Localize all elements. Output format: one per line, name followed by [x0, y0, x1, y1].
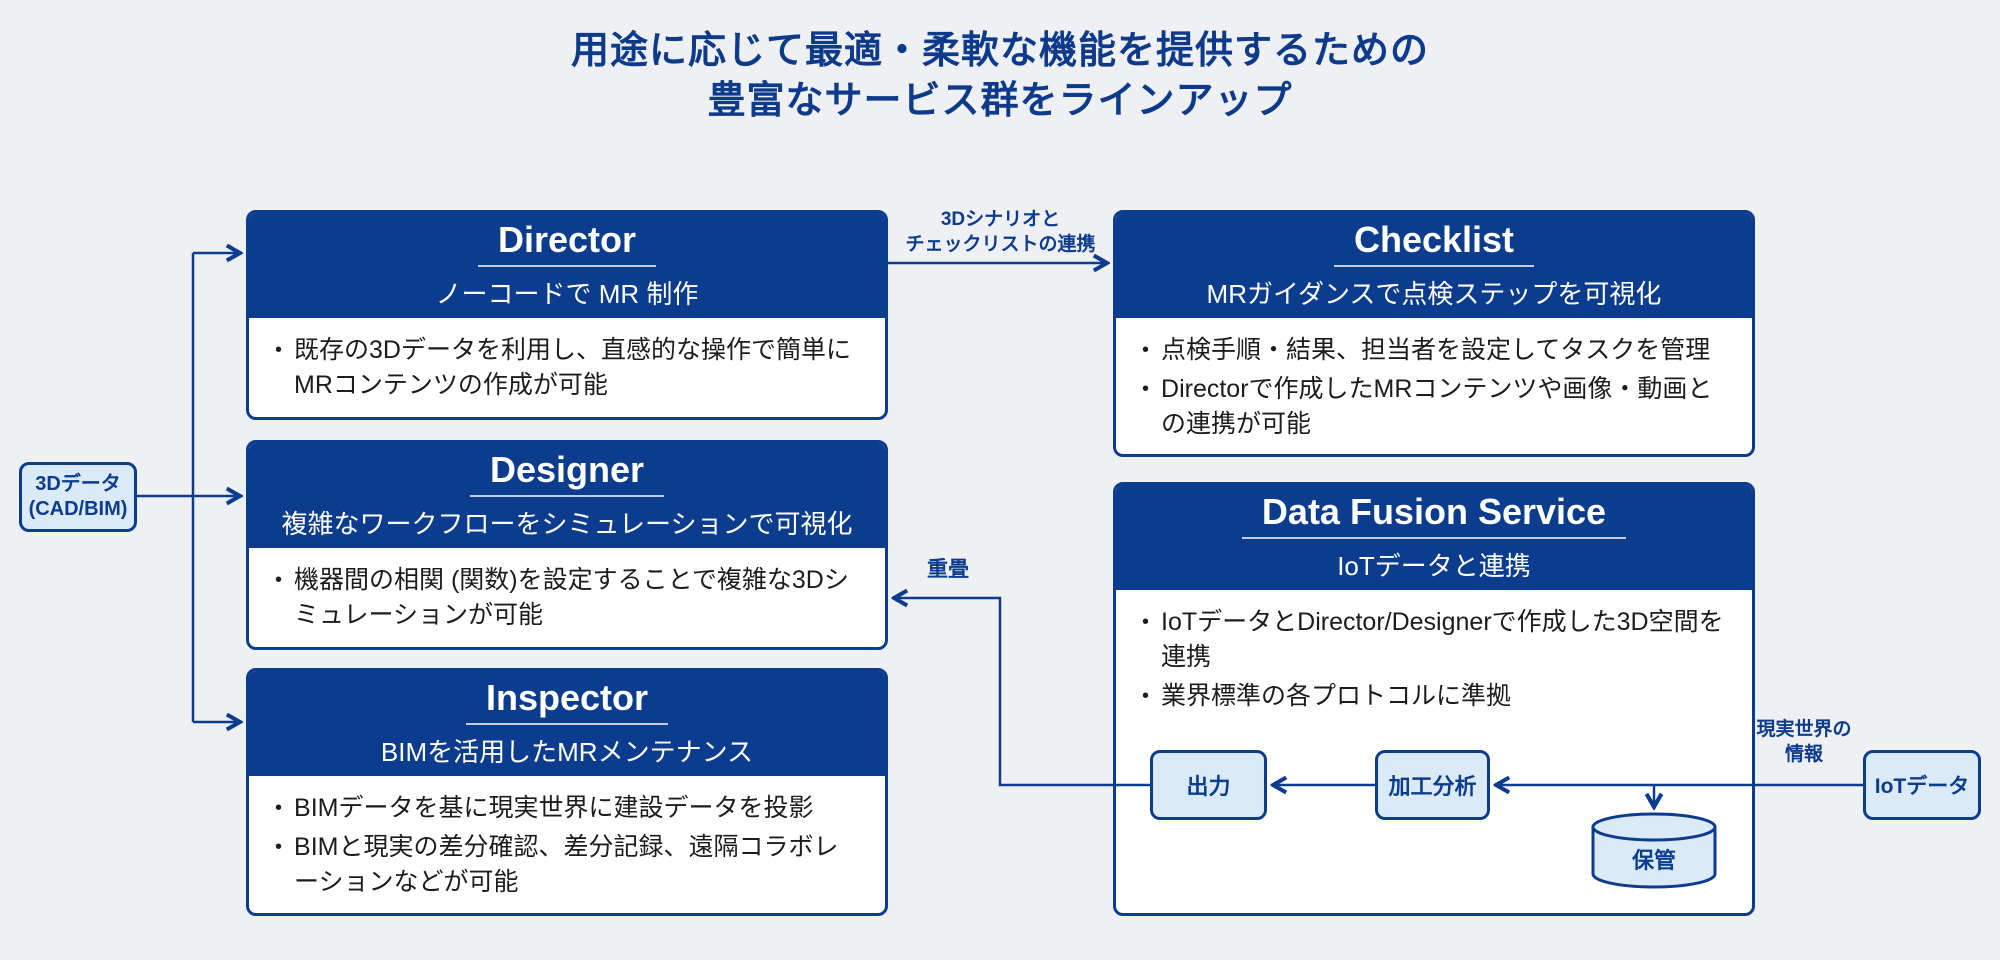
inspector-subtitle: BIMを活用したMRメンテナンス: [380, 736, 754, 767]
bullet-dot-icon: •: [1142, 685, 1150, 707]
data-fusion-title: Data Fusion Service: [1241, 492, 1627, 539]
bullet-dot-icon: •: [1142, 378, 1150, 400]
source-box-line1: 3Dデータ: [35, 473, 121, 495]
bullet-dot-icon: •: [275, 797, 283, 819]
checklist-title: Checklist: [1333, 220, 1535, 267]
checklist-subtitle: MRガイダンスで点検ステップを可視化: [1206, 278, 1662, 309]
director-bullet-1: •既存の3Dデータを利用し、直感的な操作で簡単にMRコンテンツの作成が可能: [275, 333, 863, 403]
director-subtitle: ノーコードで MR 制作: [435, 278, 699, 309]
bullet-dot-icon: •: [275, 836, 283, 858]
director-header: Director ノーコードで MR 制作: [249, 213, 885, 318]
designer-bullet-1: •機器間の相関 (関数)を設定することで複雑な3Dシミュレーションが可能: [275, 563, 863, 633]
flow-iot-data-box: IoTデータ: [1863, 750, 1981, 820]
designer-subtitle: 複雑なワークフローをシミュレーションで可視化: [281, 508, 853, 539]
data-fusion-bullet-2: •業界標準の各プロトコルに準拠: [1142, 679, 1730, 714]
service-box-designer: Designer 複雑なワークフローをシミュレーションで可視化 •機器間の相関 …: [246, 440, 888, 650]
bullet-dot-icon: •: [275, 569, 283, 591]
inspector-title: Inspector: [465, 678, 669, 725]
designer-header: Designer 複雑なワークフローをシミュレーションで可視化: [249, 443, 885, 548]
inspector-body: •BIMデータを基に現実世界に建設データを投影 •BIMと現実の差分確認、差分記…: [249, 776, 885, 913]
connector-output-to-designer: [895, 598, 1150, 787]
flow-process-box: 加工分析: [1375, 750, 1490, 820]
checklist-bullet-2: •Directorで作成したMRコンテンツや画像・動画との連携が可能: [1142, 372, 1730, 442]
bullet-dot-icon: •: [275, 339, 283, 361]
checklist-header: Checklist MRガイダンスで点検ステップを可視化: [1116, 213, 1752, 318]
service-box-checklist: Checklist MRガイダンスで点検ステップを可視化 •点検手順・結果、担当…: [1113, 210, 1755, 457]
inspector-header: Inspector BIMを活用したMRメンテナンス: [249, 671, 885, 776]
connector-label-real-world-line2: 情報: [1784, 743, 1823, 765]
data-fusion-bullet-1: •IoTデータとDirector/Designerで作成した3D空間を連携: [1142, 605, 1730, 675]
page-title-line1: 用途に応じて最適・柔軟な機能を提供するための: [570, 30, 1429, 72]
designer-title: Designer: [469, 450, 665, 497]
director-title: Director: [477, 220, 657, 267]
designer-body: •機器間の相関 (関数)を設定することで複雑な3Dシミュレーションが可能: [249, 548, 885, 647]
data-fusion-subtitle: IoTデータと連携: [1337, 550, 1531, 581]
flow-process-label: 加工分析: [1388, 774, 1477, 799]
bullet-dot-icon: •: [1142, 339, 1150, 361]
connector-label-scenario-line2: チェックリストの連携: [905, 233, 1096, 255]
connector-label-scenario-line1: 3Dシナリオと: [940, 209, 1061, 230]
data-fusion-header: Data Fusion Service IoTデータと連携: [1116, 485, 1752, 590]
flow-output-label: 出力: [1186, 774, 1231, 799]
source-box-line2: (CAD/BIM): [28, 498, 128, 520]
page-title: 用途に応じて最適・柔軟な機能を提供するための 豊富なサービス群をラインアップ: [0, 26, 2000, 126]
connector-label-real-world: 現実世界の 情報: [1748, 718, 1860, 767]
connector-label-scenario: 3Dシナリオと チェックリストの連携: [878, 208, 1123, 257]
inspector-bullet-2: •BIMと現実の差分確認、差分記録、遠隔コラボレーションなどが可能: [275, 830, 863, 900]
inspector-bullet-1: •BIMデータを基に現実世界に建設データを投影: [275, 791, 863, 826]
bullet-dot-icon: •: [1142, 611, 1150, 633]
director-body: •既存の3Dデータを利用し、直感的な操作で簡単にMRコンテンツの作成が可能: [249, 318, 885, 417]
checklist-body: •点検手順・結果、担当者を設定してタスクを管理 •Directorで作成したMR…: [1116, 318, 1752, 454]
data-fusion-body: •IoTデータとDirector/Designerで作成した3D空間を連携 •業…: [1116, 590, 1752, 728]
flow-output-box: 出力: [1150, 750, 1267, 820]
flow-storage-label: 保管: [1631, 848, 1676, 873]
source-3d-data-box: 3Dデータ (CAD/BIM): [19, 462, 137, 532]
service-box-director: Director ノーコードで MR 制作 •既存の3Dデータを利用し、直感的な…: [246, 210, 888, 420]
service-box-inspector: Inspector BIMを活用したMRメンテナンス •BIMデータを基に現実世…: [246, 668, 888, 916]
connector-label-real-world-line1: 現実世界の: [1756, 719, 1852, 740]
flow-iot-label: IoTデータ: [1874, 775, 1970, 798]
connector-label-overlay: 重畳: [927, 558, 969, 581]
page-title-line2: 豊富なサービス群をラインアップ: [707, 80, 1293, 123]
checklist-bullet-1: •点検手順・結果、担当者を設定してタスクを管理: [1142, 333, 1730, 368]
